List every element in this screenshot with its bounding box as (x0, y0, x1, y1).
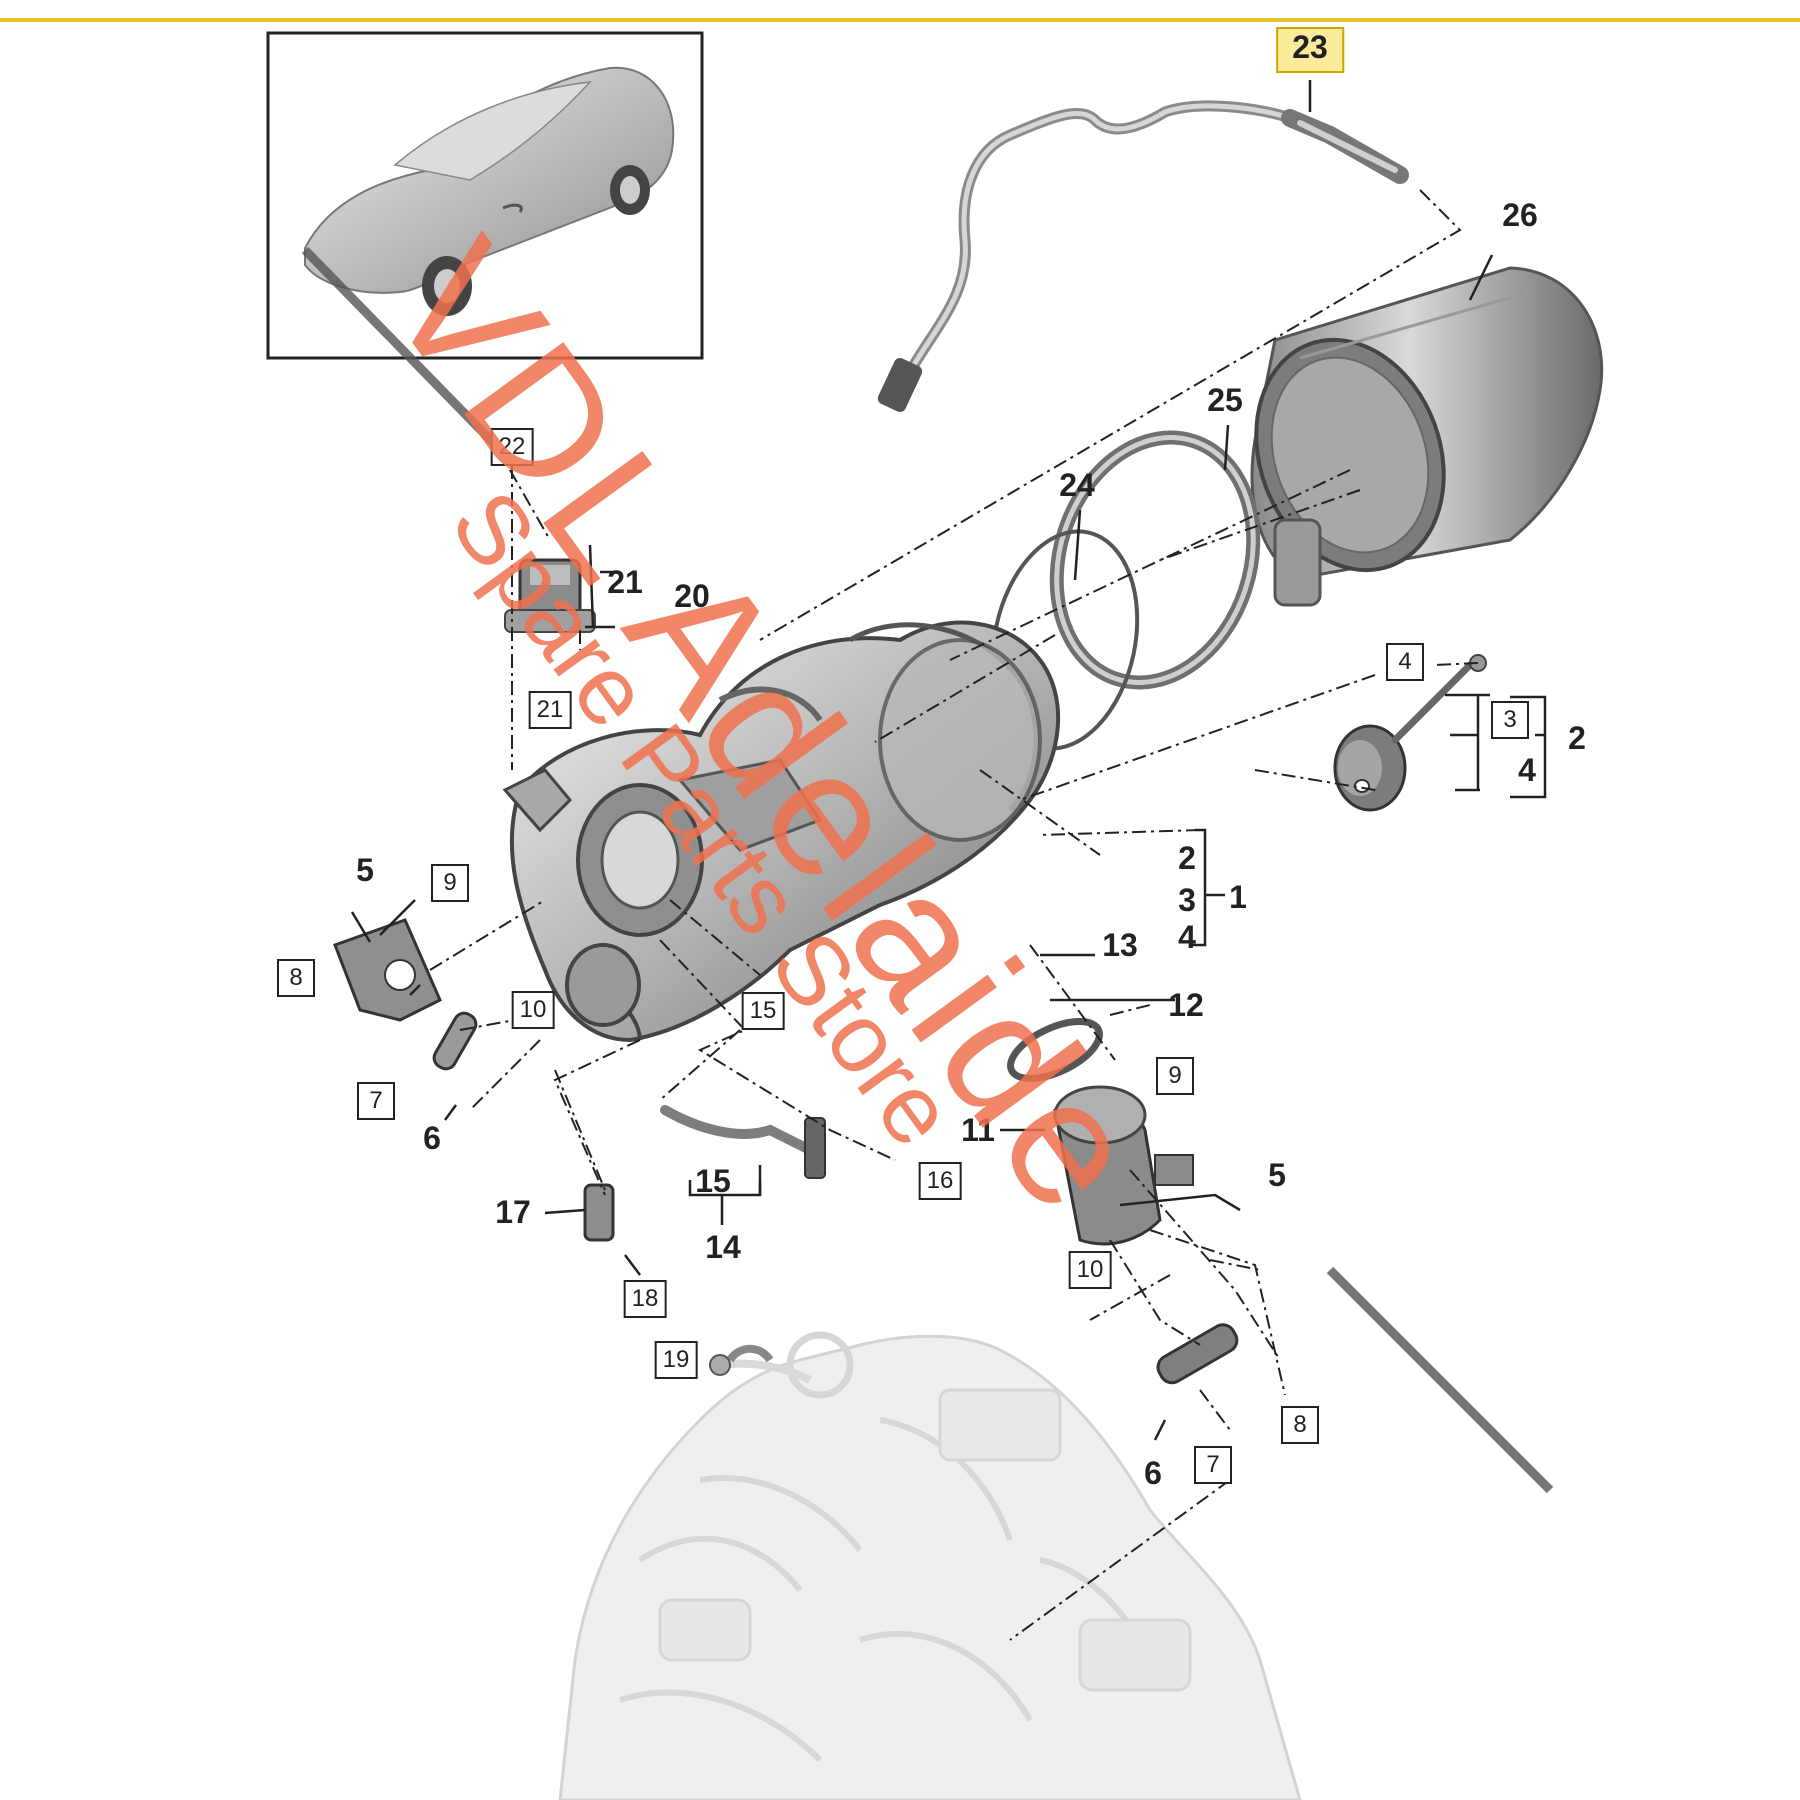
callout-9a: 9 (431, 864, 469, 902)
boost-sensor (504, 558, 596, 633)
watermark-bar-left (301, 246, 514, 464)
callout-8b: 8 (1281, 1406, 1319, 1444)
engine-block (558, 1331, 1302, 1800)
callout-3b: 3 (1178, 882, 1196, 918)
callout-7a: 7 (357, 1082, 395, 1120)
callout-25: 25 (1207, 382, 1243, 418)
wastegate-actuator (1333, 654, 1487, 812)
callout-4b: 4 (1518, 752, 1536, 788)
callout-1: 1 (1229, 879, 1247, 915)
callout-18: 18 (623, 1280, 667, 1318)
callout-6b: 6 (1144, 1455, 1162, 1491)
callout-2b: 2 (1178, 840, 1196, 876)
callout-20: 20 (674, 578, 710, 614)
callout-8a: 8 (277, 959, 315, 997)
callout-13: 13 (1102, 927, 1138, 963)
callout-4c: 4 (1178, 919, 1196, 955)
callout-12: 12 (1168, 987, 1204, 1023)
watermark-bar-right (1326, 1266, 1554, 1494)
vehicle-inset (266, 31, 704, 360)
callout-11: 11 (961, 1112, 995, 1148)
callout-21a: 21 (607, 564, 643, 600)
callout-2a: 2 (1568, 720, 1586, 756)
callout-16: 16 (918, 1162, 962, 1200)
callout-15b: 15 (695, 1163, 731, 1199)
callout-4a: 4 (1386, 643, 1424, 681)
callout-15a: 15 (741, 992, 785, 1030)
small-parts (432, 1011, 1239, 1385)
callout-23: 23 (1276, 27, 1344, 73)
callout-10a: 10 (511, 991, 555, 1029)
callout-10b: 10 (1068, 1251, 1112, 1289)
catalytic-converter (1250, 266, 1604, 580)
callout-14: 14 (705, 1229, 741, 1265)
callout-5b: 5 (1268, 1157, 1286, 1193)
callout-3a: 3 (1491, 701, 1529, 739)
turbocharger (502, 620, 1061, 1043)
top-rule (0, 18, 1800, 22)
leader-lines-dashed (429, 189, 1479, 1641)
callout-19: 19 (654, 1341, 698, 1379)
callout-17: 17 (495, 1194, 531, 1230)
callout-9b: 9 (1156, 1057, 1194, 1095)
callout-21b: 21 (528, 691, 572, 729)
callout-26: 26 (1502, 197, 1538, 233)
callout-6a: 6 (423, 1120, 441, 1156)
oxygen-sensor (877, 100, 1409, 413)
callout-7b: 7 (1194, 1446, 1232, 1484)
callout-24: 24 (1059, 467, 1095, 503)
leader-lines-solid (350, 80, 1547, 1441)
v-band-clamp (1049, 430, 1322, 690)
callout-22: 22 (490, 428, 534, 466)
callout-5a: 5 (356, 852, 374, 888)
